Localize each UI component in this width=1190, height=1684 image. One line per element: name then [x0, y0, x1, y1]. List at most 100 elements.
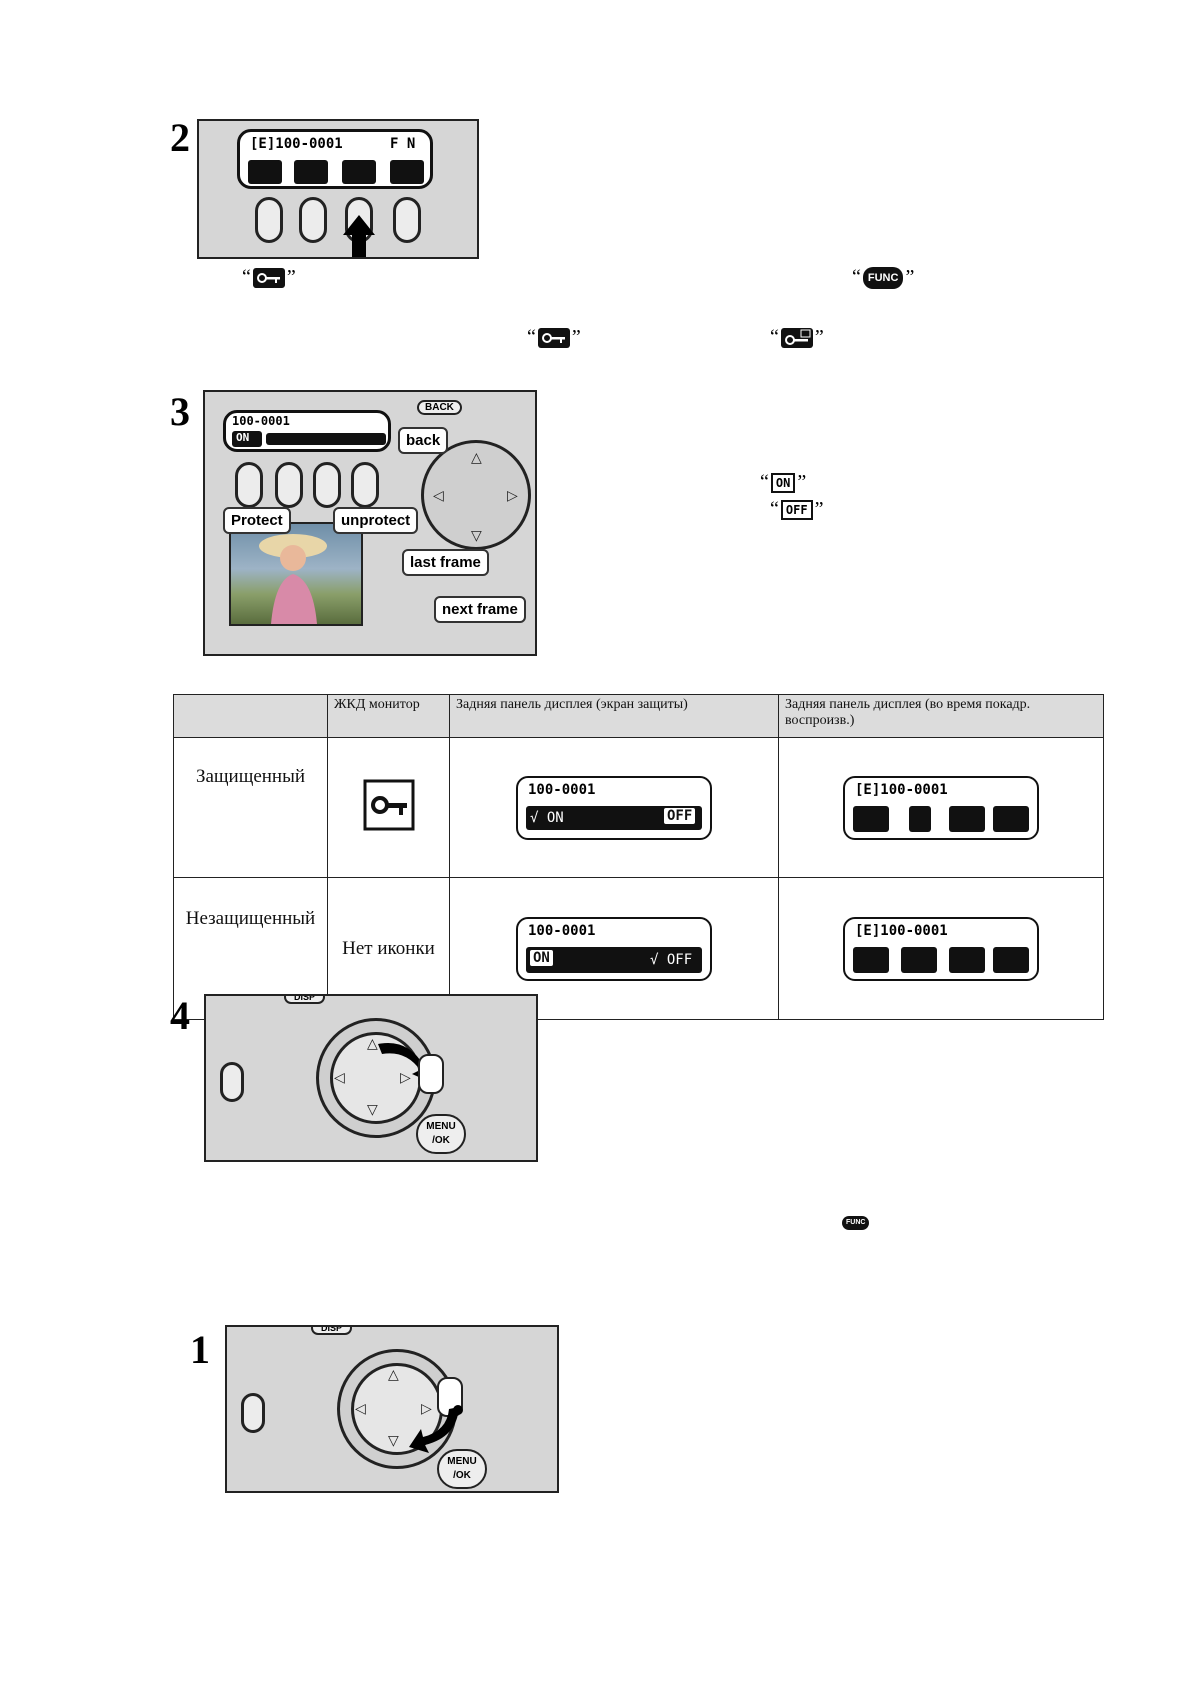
quote-open: “ — [760, 471, 769, 493]
lcd-quality: F N — [390, 136, 416, 152]
table-header-protect-screen: Задняя панель дисплея (экран защиты) — [449, 694, 779, 738]
step-number-3: 3 — [170, 389, 190, 434]
quote-close: ” — [814, 498, 824, 520]
menu-ok-button[interactable]: MENU /OK — [437, 1449, 487, 1489]
mini-lcd-key-4 — [993, 805, 1029, 832]
step2-rear-lcd: [E]100-0001 F N — [237, 129, 433, 189]
step3-on-quote: “ON” — [760, 470, 806, 494]
ok-label: /OK — [432, 1135, 450, 1146]
four-way-dial[interactable] — [421, 440, 531, 550]
table-header-empty — [173, 694, 328, 738]
step-number-1: 1 — [190, 1327, 210, 1372]
mini-lcd: [E]100-0001 — [843, 916, 1039, 981]
mini-lcd-key-3 — [949, 805, 985, 832]
row-playback-screen: [E]100-0001 — [778, 737, 1104, 878]
quote-close: ” — [571, 326, 581, 348]
softkey-3[interactable] — [313, 462, 341, 508]
unprotect-softkey[interactable] — [351, 462, 379, 508]
mini-lcd-key-3 — [949, 946, 985, 973]
play-dot-icon — [453, 1405, 463, 1415]
mini-lcd-left: √ ON — [530, 809, 564, 826]
menu-label: MENU — [447, 1456, 477, 1467]
func-button-icon-small: FUNC — [842, 1216, 870, 1230]
dial-left-arrow-icon[interactable]: ◁ — [433, 488, 444, 504]
disp-button[interactable]: DISP — [284, 996, 326, 1004]
dial-left-arrow-icon: ◁ — [334, 1070, 345, 1086]
softkey-2[interactable] — [275, 462, 303, 508]
func-button-icon: FUNC — [862, 267, 904, 290]
step1-camera-panel: DISP △ ▽ ◁ ▷ MENU /OK — [225, 1325, 559, 1493]
mini-lcd-left: ON — [530, 949, 553, 966]
softkey-button-2[interactable] — [299, 197, 327, 243]
mini-lcd-frame: [E]100-0001 — [855, 922, 948, 939]
disp-button[interactable]: DISP — [311, 1327, 353, 1335]
key-icon — [537, 328, 570, 349]
callout-next-frame: next frame — [434, 596, 526, 623]
mini-lcd-key-4 — [993, 946, 1029, 973]
dial-right-arrow-icon[interactable]: ▷ — [507, 488, 518, 504]
quote-open: “ — [770, 498, 779, 520]
dial-inner — [330, 1032, 422, 1124]
quote-open: “ — [852, 266, 861, 288]
mini-lcd-bar — [526, 946, 702, 973]
key-off-icon — [780, 328, 813, 349]
table-header-playback-screen: Задняя панель дисплея (во время покадр. … — [778, 694, 1104, 738]
lcd-softkey-4 — [390, 160, 424, 184]
dial-down-arrow-icon: ▽ — [367, 1102, 378, 1118]
mini-lcd-frame: 100-0001 — [528, 922, 596, 939]
mode-switch-lever[interactable] — [418, 1054, 444, 1094]
dial-up-arrow-icon: △ — [367, 1036, 378, 1052]
side-button[interactable] — [241, 1393, 265, 1433]
quote-open: “ — [770, 326, 779, 348]
dial-up-arrow-icon: △ — [471, 450, 482, 466]
row-label: Защищенный — [173, 737, 328, 878]
lcd-on-label: ON — [236, 431, 250, 444]
dial-right-arrow-icon: ▷ — [400, 1070, 411, 1086]
lcd-monitor-photo — [229, 522, 363, 626]
rotate-down-arrow-icon — [409, 1407, 459, 1453]
step3-rear-lcd: 100-0001 ON — [223, 410, 391, 452]
quote-close: ” — [797, 471, 807, 493]
softkey-button-1[interactable] — [255, 197, 283, 243]
step2-protect-icon-quote: “” — [242, 265, 296, 289]
ok-label: /OK — [453, 1470, 471, 1481]
side-button[interactable] — [220, 1062, 244, 1102]
protect-softkey[interactable] — [235, 462, 263, 508]
mini-lcd-right: √ OFF — [650, 951, 693, 968]
mini-lcd-frame: [E]100-0001 — [855, 781, 948, 798]
step-number-4: 4 — [170, 993, 190, 1038]
back-button[interactable]: BACK — [417, 400, 462, 415]
quote-open: “ — [527, 326, 536, 348]
dial-left-arrow-icon: ◁ — [355, 1401, 366, 1417]
mini-lcd: [E]100-0001 — [843, 775, 1039, 840]
dial-up-arrow-icon: △ — [388, 1367, 399, 1383]
lcd-frame-number: [E]100-0001 — [250, 136, 343, 152]
quote-close: ” — [905, 266, 915, 288]
protection-table: ЖКД монитор Задняя панель дисплея (экран… — [173, 694, 1104, 1020]
menu-label: MENU — [426, 1121, 456, 1132]
callout-back: back — [398, 427, 449, 454]
mini-lcd: 100-0001 ON √ OFF — [516, 916, 712, 981]
quote-open: “ — [242, 266, 251, 288]
softkey-button-4[interactable] — [393, 197, 421, 243]
callout-unprotect: unprotect — [333, 507, 419, 534]
lcd-frame-number: 100-0001 — [232, 414, 290, 428]
table-row: Защищенный 100-0001 √ ON OFF [E]100-0001 — [173, 737, 1104, 878]
lcd-softkey-1 — [248, 160, 282, 184]
lcd-on-key — [232, 431, 262, 447]
mini-lcd-right: OFF — [664, 807, 696, 824]
row-protect-screen: 100-0001 √ ON OFF — [449, 737, 779, 878]
mini-lcd-key-1 — [853, 805, 889, 832]
step3-camera-panel: 100-0001 ON BACK △ ▽ ◁ ▷ — [203, 390, 537, 656]
menu-ok-button[interactable]: MENU /OK — [416, 1114, 466, 1154]
dial-down-arrow-icon: ▽ — [471, 528, 482, 544]
row-lcd-monitor — [327, 737, 450, 878]
callout-protect: Protect — [223, 507, 291, 534]
step2-key-off-quote: “” — [770, 325, 824, 349]
step2-key-quote-2: “” — [527, 325, 581, 349]
press-arrow-icon — [343, 215, 375, 257]
quote-close: ” — [286, 266, 296, 288]
protect-key-icon — [363, 779, 414, 830]
lcd-softkey-protect — [342, 160, 376, 184]
key-icon — [252, 268, 285, 289]
